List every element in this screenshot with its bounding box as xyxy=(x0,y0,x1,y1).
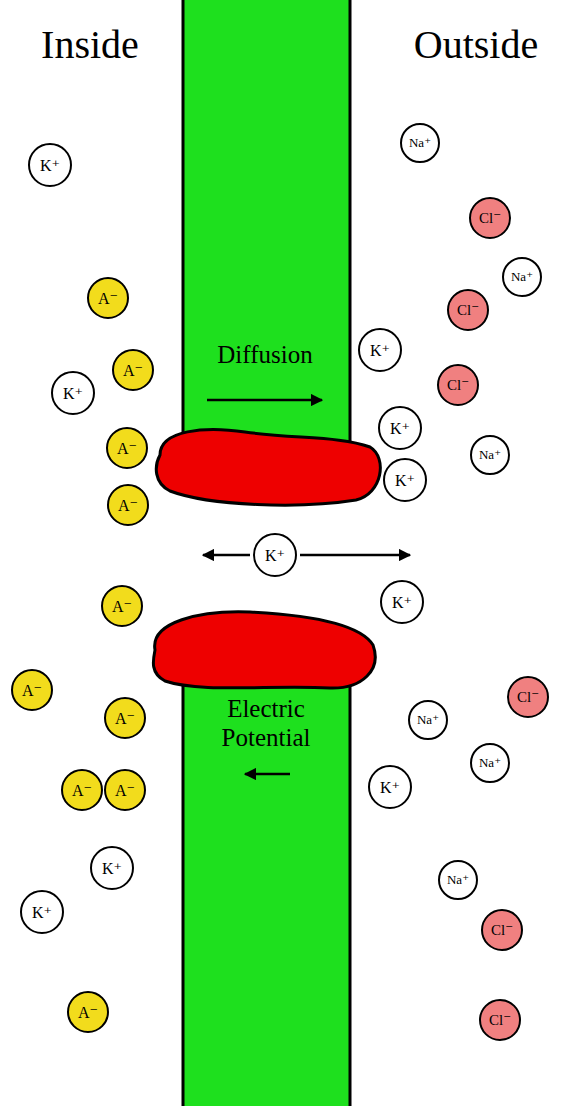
force-label: Electric Potential xyxy=(186,695,346,753)
ion-symbol: Cl⁻ xyxy=(491,921,513,939)
ion-symbol: A⁻ xyxy=(98,289,118,308)
ion-symbol: A⁻ xyxy=(118,496,138,515)
ion-symbol: Cl⁻ xyxy=(447,376,469,394)
ion-symbol: Cl⁻ xyxy=(517,688,539,706)
membrane-band xyxy=(183,650,350,1106)
ion-symbol: K⁺ xyxy=(392,593,412,612)
ion-symbol: K⁺ xyxy=(63,384,83,403)
ion-circle: Na⁺ xyxy=(502,257,542,297)
ion-circle: A⁻ xyxy=(87,277,129,319)
ion-symbol: Na⁺ xyxy=(417,712,439,728)
ion-circle: A⁻ xyxy=(107,484,149,526)
ion-circle: K⁺ xyxy=(51,371,95,415)
ion-circle: Na⁺ xyxy=(470,435,510,475)
ion-circle: A⁻ xyxy=(67,991,109,1033)
ion-symbol: K⁺ xyxy=(40,156,60,175)
ion-symbol: A⁻ xyxy=(115,781,135,800)
ion-symbol: K⁺ xyxy=(395,471,415,490)
ion-circle: A⁻ xyxy=(11,669,53,711)
ion-circle: A⁻ xyxy=(106,427,148,469)
membrane-edge xyxy=(182,0,185,455)
ion-symbol: Cl⁻ xyxy=(479,209,501,227)
membrane-edge xyxy=(182,660,185,1106)
ion-circle: Cl⁻ xyxy=(481,909,523,951)
ion-circle: K⁺ xyxy=(20,890,64,934)
side-label: Inside xyxy=(5,22,175,68)
ion-symbol: Cl⁻ xyxy=(489,1011,511,1029)
ion-circle: A⁻ xyxy=(104,697,146,739)
ion-circle: Na⁺ xyxy=(400,123,440,163)
potential-arrow xyxy=(245,773,290,776)
ion-circle: A⁻ xyxy=(101,585,143,627)
membrane-edge xyxy=(349,0,352,455)
membrane-edge xyxy=(349,660,352,1106)
ion-circle: K⁺ xyxy=(368,765,412,809)
membrane-band xyxy=(183,0,350,458)
flux-arrow xyxy=(300,554,410,557)
ion-circle: Cl⁻ xyxy=(507,676,549,718)
ion-circle: K⁺ xyxy=(253,533,297,577)
ion-circle: Na⁺ xyxy=(470,743,510,783)
ion-symbol: A⁻ xyxy=(22,681,42,700)
ion-circle: K⁺ xyxy=(378,406,422,450)
ion-symbol: Na⁺ xyxy=(511,269,533,285)
ion-circle: Cl⁻ xyxy=(469,197,511,239)
ion-circle: A⁻ xyxy=(61,769,103,811)
ion-symbol: A⁻ xyxy=(115,709,135,728)
ion-circle: A⁻ xyxy=(104,769,146,811)
ion-circle: Na⁺ xyxy=(408,700,448,740)
ion-symbol: Na⁺ xyxy=(447,872,469,888)
side-label: Outside xyxy=(391,22,561,68)
ion-symbol: K⁺ xyxy=(390,419,410,438)
diffusion-arrow xyxy=(207,399,322,402)
ion-symbol: K⁺ xyxy=(102,859,122,878)
ion-symbol: K⁺ xyxy=(265,546,285,565)
ion-symbol: K⁺ xyxy=(32,903,52,922)
ion-symbol: K⁺ xyxy=(380,778,400,797)
ion-symbol: Na⁺ xyxy=(479,447,501,463)
ion-symbol: A⁻ xyxy=(123,361,143,380)
ion-circle: K⁺ xyxy=(90,846,134,890)
ion-circle: A⁻ xyxy=(112,349,154,391)
ion-circle: Cl⁻ xyxy=(479,999,521,1041)
ion-circle: K⁺ xyxy=(380,580,424,624)
ion-circle: Cl⁻ xyxy=(437,364,479,406)
ion-circle: K⁺ xyxy=(383,458,427,502)
ion-symbol: A⁻ xyxy=(117,439,137,458)
ion-circle: Na⁺ xyxy=(438,860,478,900)
force-label: Diffusion xyxy=(185,341,345,370)
ion-circle: Cl⁻ xyxy=(447,289,489,331)
ion-symbol: Cl⁻ xyxy=(457,301,479,319)
ion-circle: K⁺ xyxy=(358,328,402,372)
flux-arrow xyxy=(203,554,250,557)
ion-symbol: Na⁺ xyxy=(409,135,431,151)
ion-symbol: A⁻ xyxy=(112,597,132,616)
ion-symbol: Na⁺ xyxy=(479,755,501,771)
channel-protein xyxy=(153,612,375,688)
ion-symbol: K⁺ xyxy=(370,341,390,360)
ion-symbol: A⁻ xyxy=(72,781,92,800)
ion-symbol: A⁻ xyxy=(78,1003,98,1022)
channel-protein xyxy=(156,430,380,506)
ion-circle: K⁺ xyxy=(28,143,72,187)
